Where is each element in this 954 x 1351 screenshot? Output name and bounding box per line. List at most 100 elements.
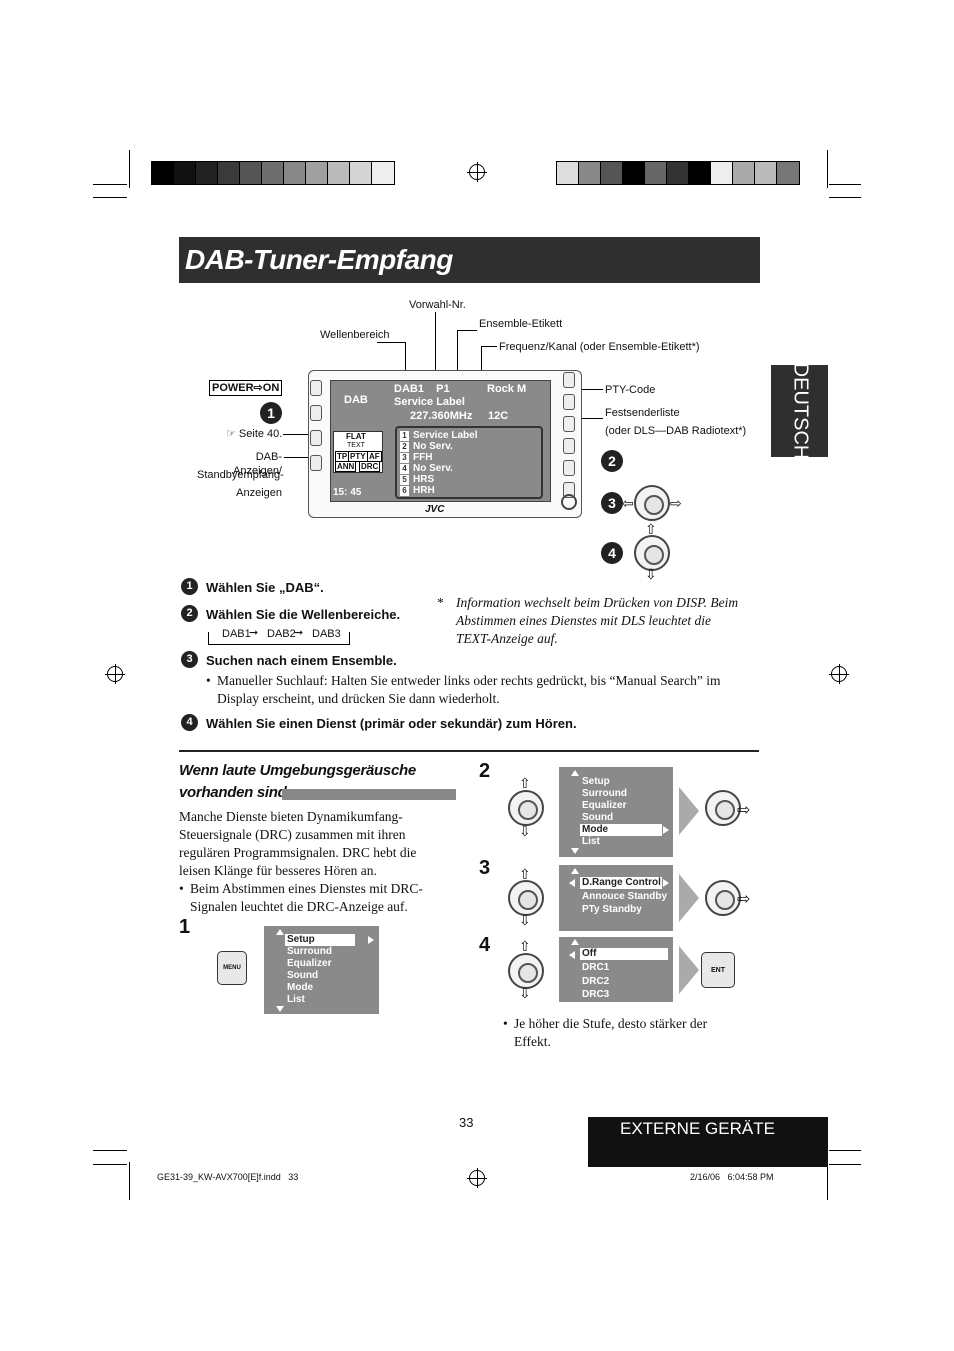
label-festsender: Festsenderliste [605, 407, 680, 419]
drc-step-1: 1 [179, 916, 191, 938]
arrow-up-icon: ⇧ [519, 866, 531, 882]
menu-item[interactable]: DRC3 [582, 989, 610, 1000]
page-number: 33 [459, 1115, 474, 1130]
right-button[interactable] [563, 438, 575, 454]
label-standby: Standbyempfang- [197, 469, 284, 481]
arrow-down-icon: ⇩ [519, 985, 531, 1001]
menu-button[interactable]: MENU [217, 951, 247, 985]
control-knob[interactable] [508, 790, 544, 826]
source-button[interactable] [310, 405, 322, 421]
menu-item[interactable]: List [287, 994, 305, 1005]
section-tab: EXTERNE GERÄTE [588, 1117, 828, 1167]
menu-item[interactable]: Off [580, 948, 668, 960]
menu-item[interactable]: Equalizer [582, 800, 627, 811]
arrow-down-icon: ⇩ [519, 912, 531, 928]
ent-button[interactable]: ENT [701, 952, 735, 988]
color-bar-left [151, 161, 395, 185]
screen-clock: 15: 45 [333, 487, 362, 498]
language-label: DEUTSCH [789, 362, 811, 460]
bullet-dot: • [503, 1016, 508, 1031]
label-festsender-2: (oder DLS—DAB Radiotext*) [605, 425, 747, 437]
menu-item[interactable]: Setup [285, 934, 355, 946]
scroll-up-icon [571, 939, 579, 945]
crop-mark [129, 150, 130, 188]
arrow-down-icon: ⇩ [519, 823, 531, 839]
control-knob[interactable] [705, 880, 741, 916]
arrow-down-icon: ⇩ [645, 566, 657, 582]
crop-mark [93, 1164, 127, 1165]
label-anzeigen: Anzeigen [236, 487, 282, 499]
callout-4: 4 [601, 542, 623, 564]
scroll-down-icon [276, 1006, 284, 1012]
color-bar-right [556, 161, 800, 185]
menu-item[interactable]: Annouce Standby [582, 891, 668, 902]
next-arrow-icon [679, 787, 699, 835]
registration-mark [467, 162, 487, 182]
drc-bullet-1: Beim Abstimmen eines Dienstes mit DRC- [190, 881, 423, 896]
callout-1: 1 [260, 402, 282, 424]
step-2-text: Wählen Sie die Wellenbereiche. [206, 607, 401, 622]
menu-item[interactable]: Setup [582, 776, 610, 787]
bullet-dot: • [179, 881, 184, 896]
right-button[interactable] [563, 394, 575, 410]
step-1-number: 1 [181, 578, 198, 595]
footer-file: GE31-39_KW-AVX700[E]f.indd 33 [157, 1172, 299, 1182]
callout-2: 2 [601, 450, 623, 472]
menu-screen-4: Off DRC1 DRC2 DRC3 [559, 937, 673, 1002]
menu-item[interactable]: D.Range Control [580, 877, 662, 889]
submenu-arrow-icon [663, 879, 669, 887]
band-button[interactable] [563, 460, 575, 476]
label-ensemble: Ensemble-Etikett [479, 318, 563, 330]
menu-item[interactable]: DRC2 [582, 976, 610, 987]
page-title: DAB-Tuner-Empfang [185, 244, 453, 275]
ind-drc: DRC [359, 461, 381, 472]
submenu-arrow-icon [368, 936, 374, 944]
drc-para-4: leisen Klänge für besseres Hören an. [179, 863, 377, 878]
crop-mark [829, 184, 861, 185]
registration-mark [467, 1168, 487, 1188]
side-button[interactable] [310, 430, 322, 446]
drc-para-2: Steuersignale (DRC) zusammen mit ihren [179, 827, 406, 842]
arrow-up-icon: ⇧ [519, 938, 531, 954]
menu-item[interactable]: Surround [287, 946, 332, 957]
label-dab-anzeigen: DAB-Anzeigen/ [233, 451, 282, 477]
arrow-right-icon: ⇨ [670, 495, 682, 511]
label-power: POWER⇨ON [209, 380, 283, 396]
menu-item[interactable]: Equalizer [287, 958, 332, 969]
side-button[interactable] [310, 455, 322, 471]
scroll-up-icon [571, 868, 579, 874]
band-seq-3: DAB3 [312, 628, 341, 640]
right-button[interactable] [563, 416, 575, 432]
scroll-up-icon [276, 929, 284, 935]
crop-mark [93, 197, 127, 198]
menu-item[interactable]: List [582, 836, 600, 847]
menu-item[interactable]: Sound [287, 970, 319, 981]
right-button[interactable] [563, 372, 575, 388]
menu-item[interactable]: Surround [582, 788, 627, 799]
step-3-bullet-2: Display erscheint, und drücken Sie dann … [217, 691, 500, 706]
menu-item[interactable]: PTy Standby [582, 904, 642, 915]
control-knob[interactable] [705, 790, 741, 826]
ind-text: TEXT [347, 442, 365, 449]
control-knob[interactable] [561, 494, 577, 510]
menu-item[interactable]: Mode [287, 982, 314, 993]
step-4-number: 4 [181, 714, 198, 731]
control-knob[interactable] [508, 953, 544, 989]
crop-mark [829, 1150, 861, 1151]
menu-item[interactable]: DRC1 [582, 962, 610, 973]
control-knob-left-right[interactable] [634, 485, 670, 521]
menu-item[interactable]: Mode [580, 824, 662, 836]
menu-item[interactable]: Sound [582, 812, 614, 823]
arrow-right-icon: ➞ [294, 627, 304, 639]
indicator-box [333, 431, 383, 473]
screen-preset: DAB1 P1 [394, 383, 450, 395]
control-knob-up-down[interactable] [634, 535, 670, 571]
power-button[interactable] [310, 380, 322, 396]
step-2-number: 2 [181, 605, 198, 622]
control-knob[interactable] [508, 880, 544, 916]
menu-screen-3: D.Range Control Annouce Standby PTy Stan… [559, 865, 673, 931]
